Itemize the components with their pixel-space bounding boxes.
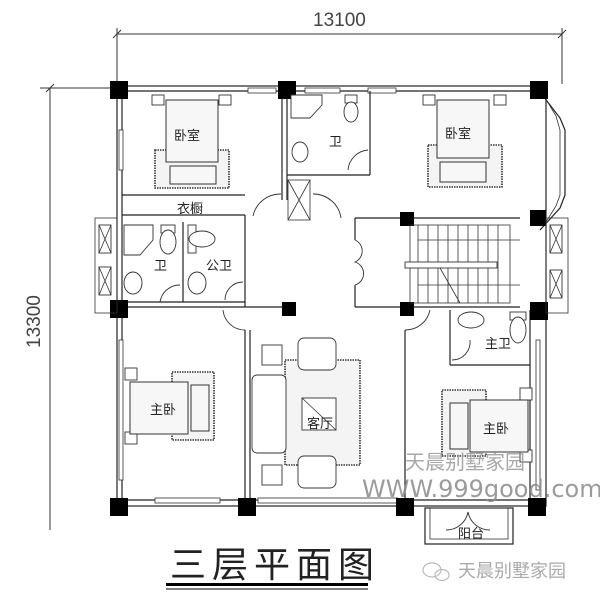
room-label-living-room: 客厅 [307,416,333,432]
room-label-bedroom-ne: 卧室 [445,126,471,142]
width-dimension: 13100 [313,10,366,31]
drawing-title: 三层平面图 [170,545,380,586]
room-label-public-bath: 公卫 [206,259,232,274]
room-label-master-bedroom-sw: 主卧 [150,403,176,418]
shaft [287,179,311,221]
wechat-icon [422,562,450,582]
living-room-furniture [251,337,361,489]
room-label-wardrobe: 衣橱 [177,201,203,217]
room-label-master-bedroom-se: 主卧 [483,422,509,437]
west-closets [94,217,569,314]
structural-columns [110,81,548,516]
room-label-bedroom-nw: 卧室 [174,128,200,144]
title-underline [166,583,368,586]
room-label-balcony: 阳台 [458,527,484,542]
balcony [424,507,514,545]
bathroom-fixtures [123,94,527,344]
room-label-master-bath: 主卫 [485,337,511,352]
height-dimension: 13300 [24,295,45,348]
room-label-bath-north: 卫 [329,135,342,150]
staircase [404,224,520,304]
room-label-bath-west: 卫 [154,259,167,274]
windows [118,87,541,504]
doors [159,149,471,361]
watermark-brand: 天晨别墅家园 [405,450,525,474]
interior-walls [122,91,531,500]
beds [124,94,533,463]
watermark-url: WWW.999good.com [362,475,600,503]
dimension-lines [40,28,567,530]
bay-window [539,91,566,231]
watermark-wechat: 天晨别墅家园 [458,561,566,582]
